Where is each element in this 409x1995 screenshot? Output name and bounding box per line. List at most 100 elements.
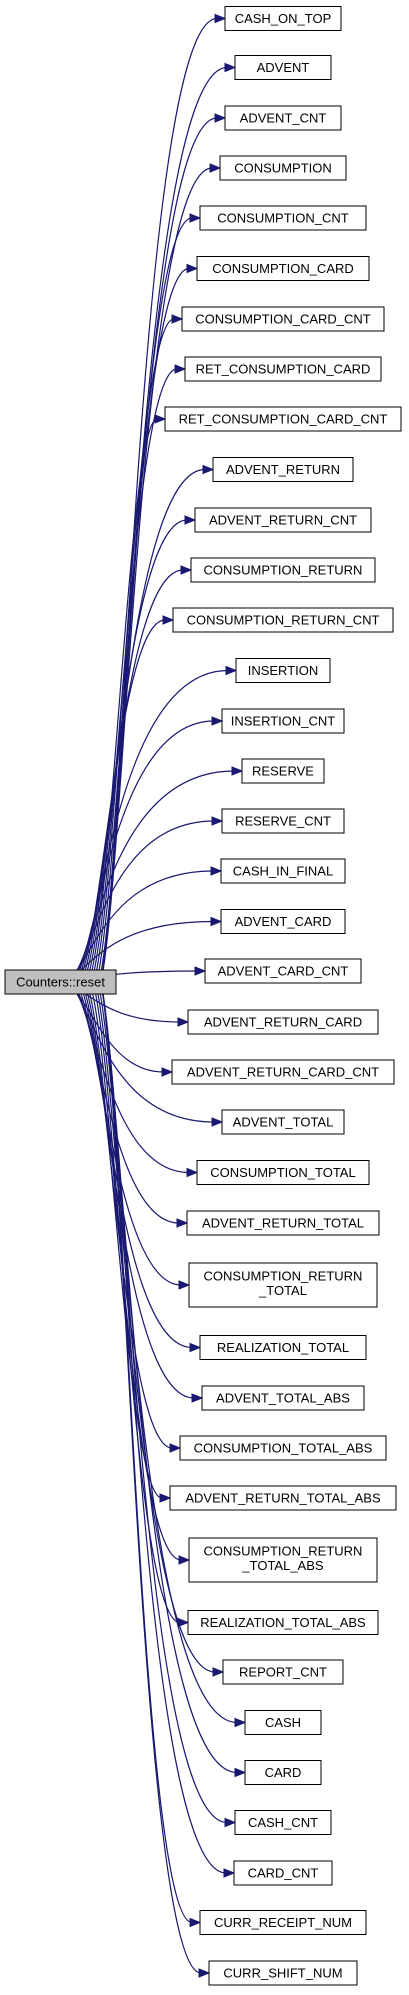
callee-node-advent-cnt[interactable]: ADVENT_CNT — [224, 105, 342, 131]
call-edge-insertion-cnt — [73, 720, 215, 983]
callee-node-ret-consumption-card-cnt[interactable]: RET_CONSUMPTION_CARD_CNT — [164, 406, 402, 432]
callee-node-cash[interactable]: CASH — [244, 1710, 322, 1735]
callee-node-label: ADVENT_TOTAL — [233, 1115, 334, 1130]
callee-node-consumption-total[interactable]: CONSUMPTION_TOTAL — [196, 1160, 370, 1185]
callee-node-advent-return-total-abs[interactable]: ADVENT_RETURN_TOTAL_ABS — [169, 1485, 397, 1511]
callee-node-label: CURR_RECEIPT_NUM — [214, 1915, 352, 1930]
arrow-head-curr-shift-num — [198, 1968, 211, 1978]
callee-node-card-cnt[interactable]: CARD_CNT — [233, 1860, 333, 1886]
callee-node-reserve[interactable]: RESERVE — [241, 758, 325, 784]
call-edge-advent-return-card-cnt — [65, 981, 165, 1073]
callee-node-box — [187, 1610, 379, 1635]
arrow-head-advent-return-card — [177, 1017, 190, 1027]
callee-node-label: CONSUMPTION_RETURN_CNT — [187, 613, 380, 628]
callee-node-label: INSERTION_CNT — [231, 714, 336, 729]
callee-node-box — [244, 1710, 322, 1735]
call-edge-advent-return-total — [72, 981, 180, 1224]
arrow-head-advent-return-total-abs — [159, 1493, 172, 1503]
arrow-head-insertion-cnt — [211, 716, 224, 726]
call-edge-consumption-cnt — [98, 217, 193, 983]
callee-node-label: ADVENT_TOTAL_ABS — [216, 1391, 350, 1406]
callee-node-advent-return-card[interactable]: ADVENT_RETURN_CARD — [187, 1009, 379, 1035]
callee-node-label: CURR_SHIFT_NUM — [223, 1966, 342, 1981]
callee-node-label: _TOTAL_ABS — [241, 1558, 323, 1573]
callee-node-consumption-return-total[interactable]: CONSUMPTION_RETURN_TOTAL — [188, 1262, 378, 1308]
callee-node-box — [171, 1059, 395, 1085]
callee-node-label: ADVENT_RETURN_TOTAL_ABS — [185, 1491, 381, 1506]
callee-node-cash-cnt[interactable]: CASH_CNT — [234, 1810, 332, 1835]
callee-node-consumption-cnt[interactable]: CONSUMPTION_CNT — [199, 205, 367, 231]
callee-node-report-cnt[interactable]: REPORT_CNT — [222, 1659, 344, 1685]
callee-node-realization-total[interactable]: REALIZATION_TOTAL — [199, 1335, 367, 1360]
callee-node-advent-return-cnt[interactable]: ADVENT_RETURN_CNT — [194, 507, 372, 533]
callee-node-curr-shift-num[interactable]: CURR_SHIFT_NUM — [208, 1960, 358, 1986]
callee-node-label: ADVENT_CARD_CNT — [218, 964, 349, 979]
callee-node-reserve-cnt[interactable]: RESERVE_CNT — [221, 808, 345, 834]
arrow-head-consumption — [209, 163, 222, 173]
callee-node-consumption-total-abs[interactable]: CONSUMPTION_TOTAL_ABS — [179, 1435, 387, 1461]
callee-node-label: ADVENT_CARD — [235, 914, 332, 929]
callee-node-realization-total-abs[interactable]: REALIZATION_TOTAL_ABS — [187, 1610, 379, 1635]
callee-node-advent-return-card-cnt[interactable]: ADVENT_RETURN_CARD_CNT — [171, 1059, 395, 1085]
callee-node-label: ADVENT — [257, 60, 310, 75]
arrow-head-curr-receipt-num — [189, 1917, 202, 1928]
callee-node-box — [220, 909, 346, 934]
arrow-head-consumption-return-total-abs — [178, 1555, 191, 1565]
callee-node-consumption-return[interactable]: CONSUMPTION_RETURN — [190, 557, 376, 583]
callee-node-advent[interactable]: ADVENT — [234, 55, 332, 80]
callee-node-advent-return[interactable]: ADVENT_RETURN — [212, 457, 354, 482]
call-edge-consumption-card-cnt — [93, 318, 175, 983]
callee-node-label: CARD — [265, 1765, 302, 1780]
callee-node-box — [220, 858, 346, 884]
callee-node-cash-in-final[interactable]: CASH_IN_FINAL — [220, 858, 346, 884]
root-node[interactable]: Counters::reset — [4, 969, 117, 995]
callee-node-box — [224, 105, 342, 131]
arrow-head-insertion — [225, 665, 238, 676]
callee-node-box — [194, 507, 372, 533]
callee-node-box — [241, 758, 325, 784]
callee-node-label: ADVENT_RETURN_CARD — [204, 1015, 362, 1030]
callee-node-insertion[interactable]: INSERTION — [235, 658, 331, 683]
callee-node-label: REPORT_CNT — [239, 1665, 327, 1680]
arrow-head-consumption-card-cnt — [171, 314, 184, 324]
arrow-head-reserve — [231, 766, 244, 776]
arrow-head-consumption-total — [186, 1167, 199, 1178]
callee-node-label: _TOTAL — [258, 1283, 307, 1298]
callee-node-advent-card[interactable]: ADVENT_CARD — [220, 909, 346, 934]
callee-node-advent-return-total[interactable]: ADVENT_RETURN_TOTAL — [186, 1210, 380, 1236]
callee-node-box — [199, 205, 367, 231]
callee-node-insertion-cnt[interactable]: INSERTION_CNT — [221, 708, 345, 734]
callee-node-label: REALIZATION_TOTAL_ABS — [200, 1615, 366, 1630]
callee-node-ret-consumption-card[interactable]: RET_CONSUMPTION_CARD — [184, 356, 382, 382]
arrow-head-advent — [224, 62, 237, 73]
arrow-head-consumption-return — [180, 565, 193, 575]
callee-node-cash-on-top[interactable]: CASH_ON_TOP — [224, 6, 342, 31]
callee-node-consumption-return-total-abs[interactable]: CONSUMPTION_RETURN_TOTAL_ABS — [188, 1537, 378, 1583]
callee-node-label: CONSUMPTION — [234, 161, 332, 176]
callee-node-card[interactable]: CARD — [244, 1760, 322, 1785]
callee-node-label: CONSUMPTION_RETURN — [204, 1269, 363, 1284]
callee-node-label: INSERTION — [248, 663, 319, 678]
callee-node-advent-total[interactable]: ADVENT_TOTAL — [221, 1109, 345, 1135]
callee-node-consumption[interactable]: CONSUMPTION — [219, 155, 347, 181]
arrow-head-reserve-cnt — [211, 816, 224, 826]
callee-node-consumption-card[interactable]: CONSUMPTION_CARD — [196, 256, 370, 281]
arrow-head-consumption-card — [186, 263, 199, 274]
callee-node-box — [188, 1537, 378, 1583]
callee-node-advent-total-abs[interactable]: ADVENT_TOTAL_ABS — [201, 1385, 365, 1411]
callee-node-consumption-card-cnt[interactable]: CONSUMPTION_CARD_CNT — [181, 306, 385, 332]
call-edge-consumption — [100, 167, 213, 983]
callee-node-label: ADVENT_CNT — [240, 111, 327, 126]
call-edge-consumption-return-cnt — [78, 619, 166, 983]
arrow-head-card — [234, 1767, 247, 1778]
callee-node-label: CASH — [265, 1715, 301, 1730]
call-edge-ret-consumption-card — [91, 368, 178, 983]
callee-node-curr-receipt-num[interactable]: CURR_RECEIPT_NUM — [199, 1910, 367, 1935]
call-edge-ret-consumption-card-cnt — [88, 418, 158, 983]
arrow-head-cash-on-top — [214, 13, 227, 24]
callee-node-advent-card-cnt[interactable]: ADVENT_CARD_CNT — [204, 958, 362, 984]
callee-node-label: REALIZATION_TOTAL — [217, 1340, 349, 1355]
callee-node-label: RESERVE_CNT — [235, 814, 331, 829]
callee-node-consumption-return-cnt[interactable]: CONSUMPTION_RETURN_CNT — [172, 607, 394, 633]
